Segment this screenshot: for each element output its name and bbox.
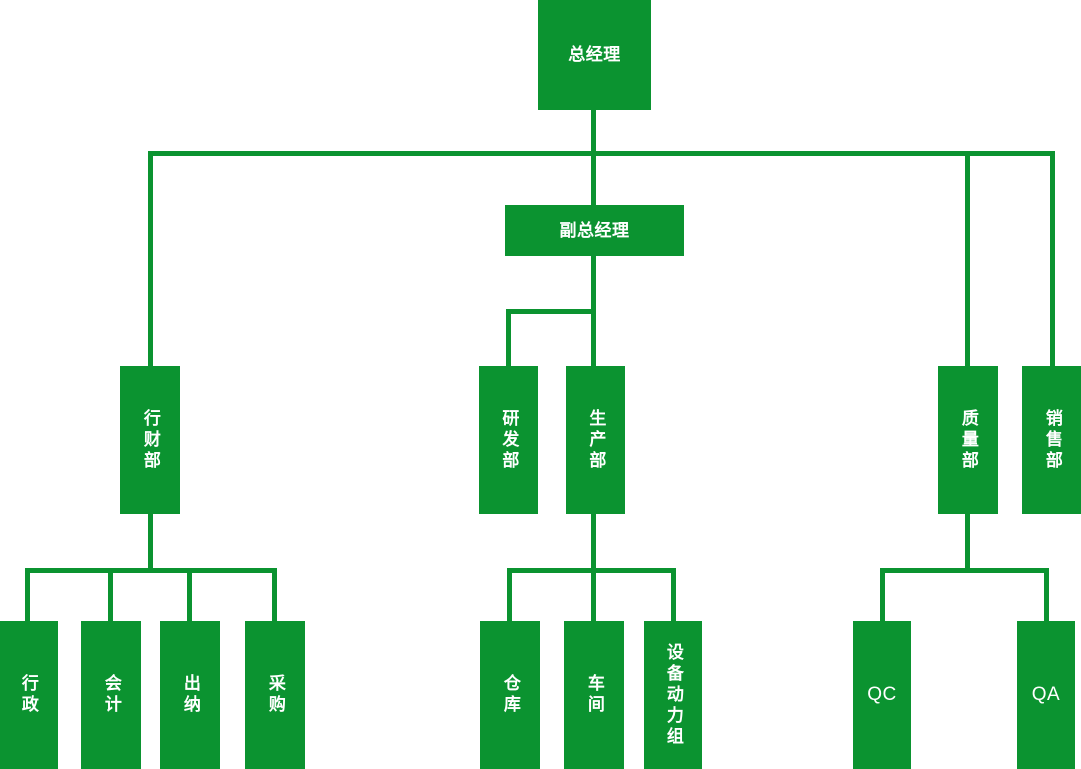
node-workshop[interactable]: 车间 [564, 621, 624, 769]
connector-drop-qa [1044, 568, 1049, 623]
connector-drop-purchasing [272, 568, 277, 623]
node-rd-dept[interactable]: 研发部 [479, 366, 538, 514]
connector-deputy-branch-bus [506, 309, 596, 314]
node-cashier[interactable]: 出纳 [160, 621, 220, 769]
connector-drop-equipment-power [671, 568, 676, 623]
connector-level2-bus [148, 151, 1055, 156]
connector-drop-rd [506, 309, 511, 366]
node-warehouse[interactable]: 仓库 [480, 621, 540, 769]
connector-admin-finance-bus [25, 568, 277, 573]
connector-quality-stem [965, 514, 970, 571]
node-quality-dept[interactable]: 质量部 [938, 366, 998, 514]
node-deputy-general-manager[interactable]: 副总经理 [505, 205, 684, 256]
connector-drop-accounting [108, 568, 113, 623]
node-purchasing[interactable]: 采购 [245, 621, 305, 769]
connector-drop-sales [1050, 151, 1055, 366]
connector-admin-finance-stem [148, 514, 153, 571]
connector-drop-admin-finance [148, 151, 153, 366]
node-production-dept[interactable]: 生产部 [566, 366, 625, 514]
connector-drop-workshop [591, 568, 596, 623]
node-general-manager[interactable]: 总经理 [538, 0, 651, 110]
connector-drop-cashier [187, 568, 192, 623]
connector-drop-quality [965, 151, 970, 366]
connector-gm-stem [591, 110, 596, 155]
connector-production-stem [591, 514, 596, 571]
node-sales-dept[interactable]: 销售部 [1022, 366, 1081, 514]
connector-drop-deputy [591, 151, 596, 205]
node-admin-finance-dept[interactable]: 行财部 [120, 366, 180, 514]
connector-drop-qc [880, 568, 885, 623]
node-accounting[interactable]: 会计 [81, 621, 141, 769]
node-qa[interactable]: QA [1017, 621, 1075, 769]
node-equipment-power-group[interactable]: 设备动力组 [644, 621, 702, 769]
connector-drop-warehouse [507, 568, 512, 623]
node-administration[interactable]: 行政 [0, 621, 58, 769]
connector-drop-administration [25, 568, 30, 623]
connector-quality-bus [880, 568, 1049, 573]
node-qc[interactable]: QC [853, 621, 911, 769]
